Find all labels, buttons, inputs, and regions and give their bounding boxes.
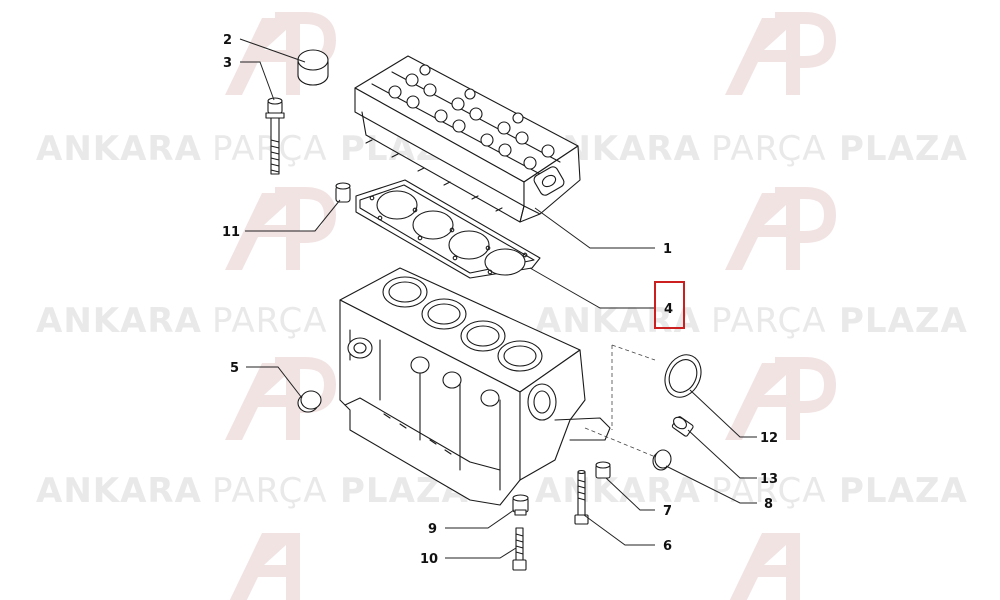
watermark-brand-3: PLAZA: [839, 471, 968, 511]
watermark-brand-1: ANKARA: [535, 471, 701, 511]
valve-spring-row: [388, 64, 555, 170]
watermark-brand-1: ANKARA: [36, 129, 202, 169]
watermark-logo-icon: [725, 187, 837, 270]
head-bolt[interactable]: [265, 97, 285, 175]
small-plug[interactable]: [671, 415, 694, 437]
watermark-text-row: ANKARA PARÇA PLAZA ANKARA PARÇA PLAZA: [36, 129, 968, 169]
cup-plug[interactable]: [297, 49, 329, 86]
watermark-brand-2: PARÇA: [212, 301, 328, 341]
watermark-brand-3: PLAZA: [839, 129, 968, 169]
callout-7[interactable]: 7: [663, 504, 672, 519]
watermark-logo-icon: [725, 12, 837, 95]
callout-8[interactable]: 8: [764, 497, 773, 512]
watermark-brand-2: PARÇA: [711, 301, 827, 341]
watermark-logo-icon: [229, 533, 300, 600]
callout-11[interactable]: 11: [222, 225, 240, 240]
callout-labels: 2 3 11 1 4 5 12 13 8 7 6 9 10: [222, 33, 778, 567]
callout-13[interactable]: 13: [760, 472, 778, 487]
head-gasket[interactable]: [355, 179, 541, 279]
callout-9[interactable]: 9: [428, 522, 437, 537]
callout-12[interactable]: 12: [760, 431, 778, 446]
engine-block[interactable]: [339, 267, 659, 506]
callout-4[interactable]: 4: [664, 302, 673, 317]
watermark-brand-1: ANKARA: [36, 471, 202, 511]
oil-plug[interactable]: [512, 494, 529, 516]
watermark-text-row: ANKARA PARÇA PLAZA ANKARA PARÇA PLAZA: [36, 471, 968, 511]
seal-ring[interactable]: [658, 349, 707, 403]
watermark-brand-1: ANKARA: [36, 301, 202, 341]
callout-2[interactable]: 2: [223, 33, 232, 48]
callout-5[interactable]: 5: [230, 361, 239, 376]
dowel-sleeve[interactable]: [335, 182, 351, 203]
block-bolt[interactable]: [512, 527, 527, 571]
watermark-logo-icon: [729, 533, 800, 600]
cup-plug-side[interactable]: [652, 449, 672, 471]
cylinder-head[interactable]: [354, 55, 581, 223]
callout-3[interactable]: 3: [223, 56, 232, 71]
watermark-brand-1: ANKARA: [535, 301, 701, 341]
watermark-logo-icon: [725, 357, 837, 440]
selected-callout-highlight: [654, 281, 685, 329]
watermark-brand-2: PARÇA: [711, 129, 827, 169]
stud-bolt[interactable]: [574, 469, 589, 525]
watermark-brand-2: PARÇA: [212, 471, 328, 511]
leader-lines: [239, 38, 757, 559]
callout-1[interactable]: 1: [663, 242, 672, 257]
callout-6[interactable]: 6: [663, 539, 672, 554]
watermark-brand-2: PARÇA: [212, 129, 328, 169]
callout-10[interactable]: 10: [420, 552, 438, 567]
watermark-brand-2: PARÇA: [711, 471, 827, 511]
core-plug[interactable]: [297, 390, 322, 413]
bush[interactable]: [595, 461, 611, 479]
watermark-brand-3: PLAZA: [839, 301, 968, 341]
